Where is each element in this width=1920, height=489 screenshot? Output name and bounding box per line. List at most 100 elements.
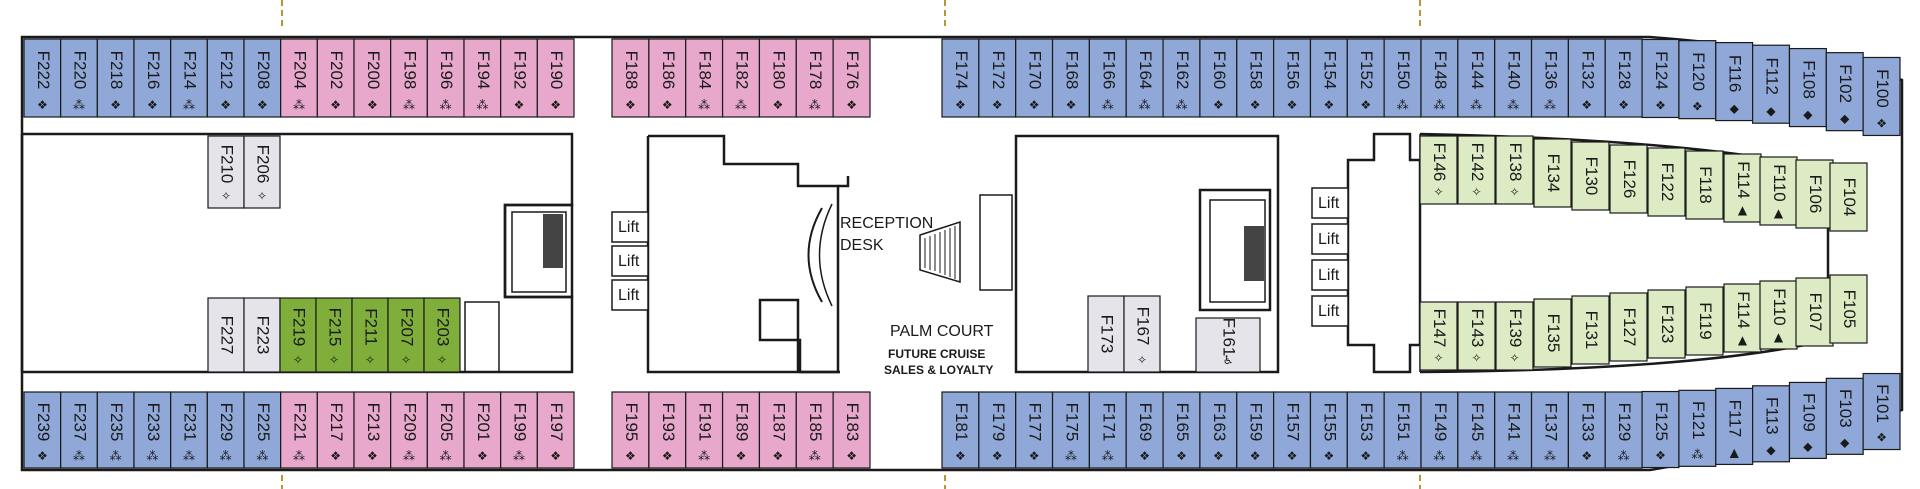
cabin-f231[interactable]: F231⁂ bbox=[170, 391, 208, 469]
cabin-f125[interactable]: F125❖ bbox=[1641, 390, 1680, 469]
cabin-f214[interactable]: F214⁂ bbox=[170, 38, 208, 118]
cabin-f110[interactable]: F110▲ bbox=[1759, 280, 1798, 350]
cabin-f107[interactable]: F107 bbox=[1795, 277, 1834, 347]
cabin-f223[interactable]: F223 bbox=[243, 297, 281, 373]
cabin-f206[interactable]: F206✧ bbox=[243, 135, 281, 209]
cabin-f215[interactable]: F215✧ bbox=[315, 297, 353, 373]
cabin-f134[interactable]: F134 bbox=[1533, 138, 1572, 208]
cabin-f187[interactable]: F187❖ bbox=[758, 391, 797, 469]
cabin-f129[interactable]: F129⁂ bbox=[1604, 391, 1643, 469]
cabin-f225[interactable]: F225⁂ bbox=[243, 391, 282, 469]
cabin-f139[interactable]: F139✧ bbox=[1495, 301, 1534, 371]
cabin-f119[interactable]: F119 bbox=[1685, 286, 1724, 356]
cabin-f201[interactable]: F201❖ bbox=[463, 391, 502, 469]
cabin-f167[interactable]: F167✧ bbox=[1123, 295, 1161, 373]
cabin-f175[interactable]: F175⁂ bbox=[1051, 391, 1090, 469]
cabin-f178[interactable]: F178⁂ bbox=[795, 38, 834, 118]
cabin-f180[interactable]: F180❖ bbox=[758, 38, 797, 118]
cabin-f204[interactable]: F204⁂ bbox=[280, 38, 318, 118]
cabin-f153[interactable]: F153❖ bbox=[1346, 391, 1385, 469]
cabin-f211[interactable]: F211✧ bbox=[351, 297, 389, 373]
cabin-f186[interactable]: F186❖ bbox=[648, 38, 687, 118]
cabin-f155[interactable]: F155❖ bbox=[1309, 391, 1348, 469]
cabin-f205[interactable]: F205⁂ bbox=[426, 391, 465, 469]
cabin-f216[interactable]: F216❖ bbox=[133, 38, 172, 118]
cabin-f108[interactable]: F108◆ bbox=[1788, 47, 1827, 128]
cabin-f208[interactable]: F208❖ bbox=[243, 38, 282, 118]
cabin-f151[interactable]: F151⁂ bbox=[1383, 391, 1422, 469]
cabin-f130[interactable]: F130 bbox=[1571, 141, 1610, 211]
cabin-f118[interactable]: F118 bbox=[1685, 150, 1724, 220]
cabin-f166[interactable]: F166⁂ bbox=[1088, 38, 1127, 118]
cabin-f144[interactable]: F144⁂ bbox=[1457, 38, 1496, 118]
cabin-f138[interactable]: F138✧ bbox=[1495, 135, 1534, 205]
cabin-f113[interactable]: F113◆ bbox=[1752, 385, 1791, 463]
cabin-f103[interactable]: F103◆ bbox=[1825, 377, 1864, 455]
cabin-f189[interactable]: F189❖ bbox=[721, 391, 761, 469]
cabin-f121[interactable]: F121⁂ bbox=[1678, 389, 1717, 467]
cabin-f102[interactable]: F102◆ bbox=[1825, 52, 1864, 132]
cabin-f218[interactable]: F218❖ bbox=[96, 38, 135, 118]
cabin-f181[interactable]: F181❖ bbox=[941, 391, 980, 469]
cabin-f163[interactable]: F163❖ bbox=[1199, 391, 1238, 469]
cabin-f149[interactable]: F149⁂ bbox=[1420, 391, 1459, 469]
cabin-f148[interactable]: F148⁂ bbox=[1420, 38, 1459, 118]
cabin-f162[interactable]: F162⁂ bbox=[1162, 38, 1201, 118]
cabin-f209[interactable]: F209⁂ bbox=[390, 391, 428, 469]
cabin-f184[interactable]: F184⁂ bbox=[685, 38, 724, 118]
cabin-f156[interactable]: F156❖ bbox=[1273, 38, 1312, 118]
cabin-f222[interactable]: F222❖ bbox=[23, 38, 62, 118]
cabin-f213[interactable]: F213❖ bbox=[353, 391, 392, 469]
cabin-f182[interactable]: F182⁂ bbox=[721, 38, 761, 118]
cabin-f123[interactable]: F123 bbox=[1647, 289, 1686, 359]
cabin-f196[interactable]: F196⁂ bbox=[426, 38, 465, 118]
cabin-f133[interactable]: F133❖ bbox=[1567, 391, 1606, 469]
cabin-f165[interactable]: F165❖ bbox=[1162, 391, 1201, 469]
cabin-f239[interactable]: F239❖ bbox=[23, 391, 62, 469]
cabin-f195[interactable]: F195❖ bbox=[611, 391, 650, 469]
cabin-f173[interactable]: F173 bbox=[1087, 295, 1125, 373]
cabin-f168[interactable]: F168❖ bbox=[1051, 38, 1090, 118]
cabin-f233[interactable]: F233⁂ bbox=[133, 391, 172, 469]
cabin-f127[interactable]: F127 bbox=[1609, 292, 1648, 362]
cabin-f202[interactable]: F202❖ bbox=[316, 38, 355, 118]
cabin-f237[interactable]: F237⁂ bbox=[60, 391, 98, 469]
cabin-f217[interactable]: F217❖ bbox=[316, 391, 355, 469]
cabin-f146[interactable]: F146✧ bbox=[1419, 135, 1458, 205]
cabin-f128[interactable]: F128❖ bbox=[1604, 38, 1643, 118]
cabin-f171[interactable]: F171⁂ bbox=[1088, 391, 1127, 469]
cabin-f114[interactable]: F114▲ bbox=[1723, 283, 1762, 353]
cabin-f145[interactable]: F145⁂ bbox=[1457, 391, 1496, 469]
cabin-f207[interactable]: F207✧ bbox=[387, 297, 425, 373]
cabin-f142[interactable]: F142✧ bbox=[1457, 135, 1496, 205]
cabin-f160[interactable]: F160❖ bbox=[1199, 38, 1238, 118]
cabin-f110[interactable]: F110▲ bbox=[1759, 156, 1798, 226]
cabin-f190[interactable]: F190❖ bbox=[536, 38, 575, 118]
cabin-f164[interactable]: F164⁂ bbox=[1125, 38, 1164, 118]
cabin-f183[interactable]: F183❖ bbox=[832, 391, 871, 469]
cabin-f157[interactable]: F157❖ bbox=[1273, 391, 1312, 469]
cabin-f101[interactable]: F101❖ bbox=[1862, 372, 1901, 451]
cabin-f169[interactable]: F169❖ bbox=[1125, 391, 1164, 469]
cabin-f104[interactable]: F104 bbox=[1829, 162, 1868, 232]
cabin-f124[interactable]: F124❖ bbox=[1641, 38, 1680, 119]
cabin-f140[interactable]: F140⁂ bbox=[1494, 38, 1533, 118]
cabin-f116[interactable]: F116◆ bbox=[1715, 41, 1754, 122]
cabin-f220[interactable]: F220⁂ bbox=[60, 38, 98, 118]
cabin-f114[interactable]: F114▲ bbox=[1723, 153, 1762, 223]
cabin-f100[interactable]: F100❖ bbox=[1862, 56, 1901, 137]
cabin-f199[interactable]: F199⁂ bbox=[500, 391, 538, 469]
cabin-f150[interactable]: F150⁂ bbox=[1383, 38, 1422, 118]
cabin-f212[interactable]: F212❖ bbox=[206, 38, 245, 118]
cabin-f135[interactable]: F135 bbox=[1533, 298, 1572, 368]
cabin-f221[interactable]: F221⁂ bbox=[280, 391, 318, 469]
cabin-f176[interactable]: F176❖ bbox=[832, 38, 871, 118]
cabin-f117[interactable]: F117▲ bbox=[1715, 387, 1754, 466]
cabin-f152[interactable]: F152❖ bbox=[1346, 38, 1385, 118]
cabin-f141[interactable]: F141⁂ bbox=[1494, 391, 1533, 469]
cabin-f192[interactable]: F192❖ bbox=[500, 38, 538, 118]
cabin-f158[interactable]: F158❖ bbox=[1236, 38, 1275, 118]
cabin-f203[interactable]: F203✧ bbox=[423, 297, 461, 373]
cabin-f126[interactable]: F126 bbox=[1609, 144, 1648, 214]
cabin-f105[interactable]: F105 bbox=[1829, 274, 1868, 344]
